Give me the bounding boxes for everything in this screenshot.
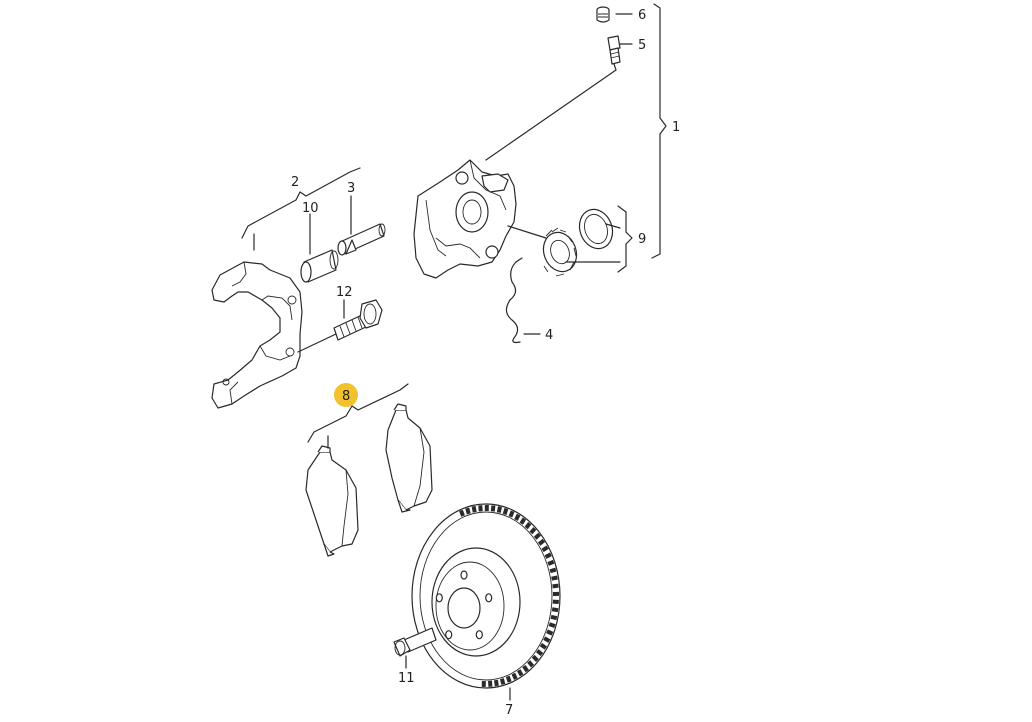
disc-vent: [465, 507, 471, 515]
seal-ring[interactable]: [574, 205, 618, 254]
callout-labels: 1 2 3 4 5 6 7 8 9 10 11 12: [291, 8, 680, 718]
callout-12[interactable]: 12: [336, 285, 353, 300]
caliper-piston[interactable]: [538, 227, 582, 277]
guide-sleeve[interactable]: [300, 249, 339, 283]
disc-vent: [551, 607, 559, 613]
disc-vent: [527, 660, 535, 668]
disc-vent: [519, 517, 527, 525]
disc-vent: [546, 629, 554, 636]
selected-item-marker: [334, 383, 358, 407]
disc-vent: [544, 552, 552, 559]
disc-vent: [552, 591, 560, 596]
brake-pad-inner[interactable]: [305, 445, 359, 557]
disc-vent: [502, 508, 509, 515]
disc-vent: [508, 510, 515, 518]
disc-vent: [524, 522, 532, 530]
disc-vent: [552, 599, 559, 604]
disc-bolt-hole: [435, 593, 443, 603]
callout-9[interactable]: 9: [638, 232, 646, 247]
disc-vent: [459, 509, 465, 517]
callout-2[interactable]: 2: [291, 175, 299, 190]
disc-vent: [547, 559, 555, 566]
callout-7[interactable]: 7: [505, 703, 513, 718]
disc-vent: [552, 583, 559, 589]
leader-lines: [241, 3, 667, 701]
disc-vent: [536, 649, 544, 657]
disc-vent: [531, 654, 539, 662]
callout-10[interactable]: 10: [302, 201, 319, 216]
wear-sensor-wire[interactable]: [505, 257, 523, 344]
disc-vent: [471, 506, 477, 513]
bleeder-valve[interactable]: [607, 35, 621, 71]
disc-bolt-hole: [475, 630, 483, 640]
brake-disc[interactable]: [411, 503, 561, 689]
disc-vent: [543, 636, 551, 643]
disc-vent: [529, 527, 537, 535]
disc-vent: [496, 506, 502, 513]
callout-3[interactable]: 3: [347, 181, 355, 196]
disc-bolt-hole: [485, 593, 493, 603]
disc-vent: [490, 505, 496, 512]
disc-bolt-hole: [460, 570, 468, 580]
disc-vent: [511, 672, 518, 680]
disc-vent: [549, 567, 557, 574]
disc-vent: [522, 664, 529, 673]
disc-vent: [516, 669, 524, 677]
hex-bolt[interactable]: [333, 299, 383, 341]
callout-4[interactable]: 4: [545, 328, 553, 343]
callout-11[interactable]: 11: [398, 671, 415, 686]
disc-vent: [541, 545, 549, 553]
wheel-bolt[interactable]: [393, 627, 437, 657]
disc-vent: [488, 680, 493, 687]
disc-vent: [548, 622, 556, 628]
disc-vent: [505, 675, 512, 683]
disc-vent: [478, 505, 483, 512]
callout-6[interactable]: 6: [638, 8, 646, 23]
disc-vent: [537, 538, 546, 546]
callout-8[interactable]: 8: [342, 389, 350, 404]
disc-vent: [551, 575, 558, 581]
disc-vent: [539, 642, 548, 650]
caliper-housing[interactable]: [413, 159, 517, 279]
dust-cap[interactable]: [596, 6, 610, 23]
callout-5[interactable]: 5: [638, 38, 646, 53]
disc-vent: [481, 680, 486, 688]
disc-vent: [533, 532, 541, 540]
disc-vent: [499, 678, 506, 685]
callout-1[interactable]: 1: [672, 120, 680, 135]
disc-vent: [514, 513, 521, 521]
disc-bolt-hole: [445, 630, 453, 640]
disc-vent: [493, 679, 499, 687]
guide-pin[interactable]: [337, 223, 386, 256]
disc-vent: [550, 614, 558, 621]
brake-pad-outer[interactable]: [385, 403, 433, 513]
disc-vent: [484, 504, 489, 512]
caliper-bracket[interactable]: [211, 261, 303, 409]
